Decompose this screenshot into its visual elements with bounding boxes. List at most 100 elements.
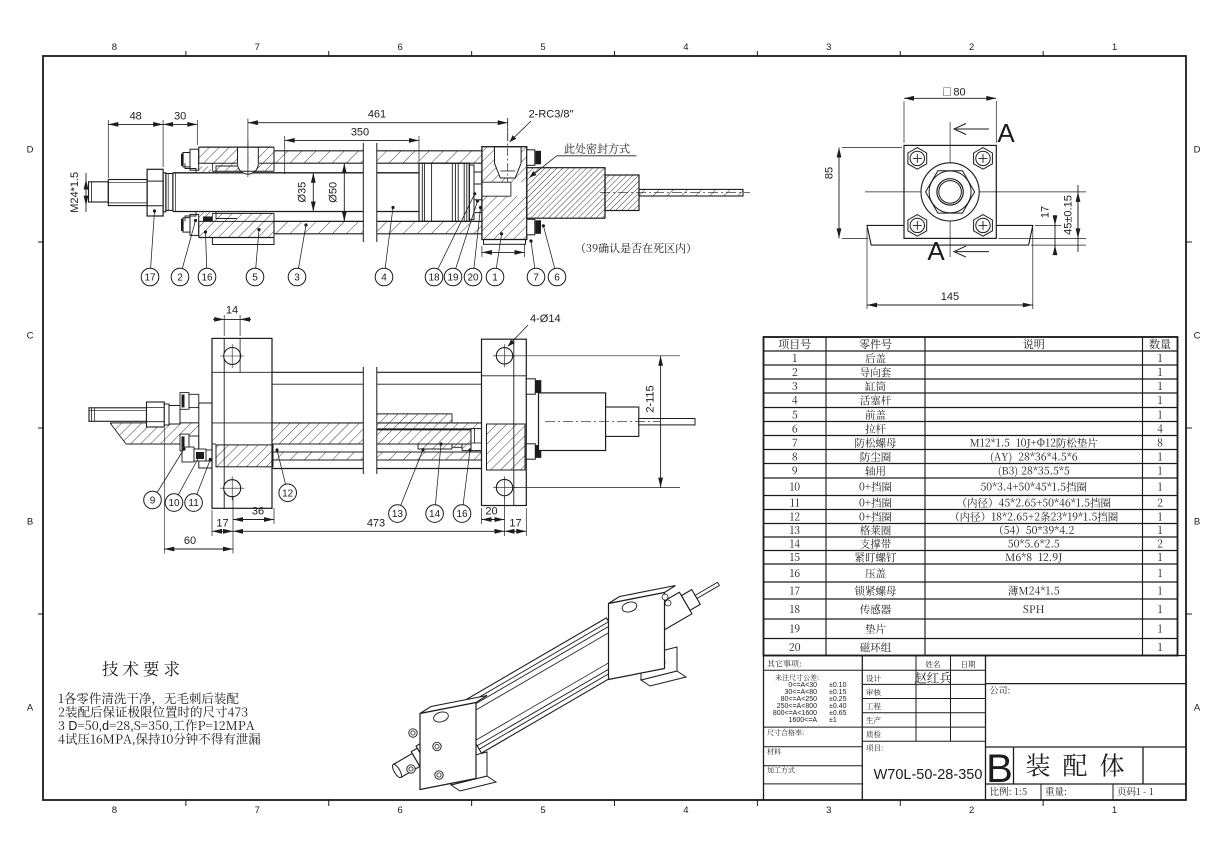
- svg-text:支撑带: 支撑带: [860, 537, 892, 552]
- svg-text:30: 30: [174, 111, 186, 123]
- svg-text:2: 2: [969, 805, 974, 816]
- svg-text:A: A: [997, 118, 1015, 148]
- svg-text:1: 1: [1158, 351, 1163, 366]
- svg-text:16: 16: [201, 273, 213, 284]
- svg-text:4-Ø14: 4-Ø14: [530, 313, 561, 325]
- svg-text:设计: 设计: [866, 673, 881, 684]
- svg-text:压盖: 压盖: [865, 566, 886, 581]
- svg-text:C: C: [27, 331, 34, 342]
- svg-text:2: 2: [177, 273, 183, 284]
- svg-text:1: 1: [1158, 449, 1163, 464]
- svg-text:1: 1: [1158, 407, 1163, 422]
- svg-text:Ø50: Ø50: [328, 182, 340, 203]
- svg-text:20: 20: [467, 273, 479, 284]
- svg-text:5: 5: [252, 273, 258, 284]
- svg-text:6: 6: [398, 805, 403, 816]
- svg-text:3 D=50,d=28,S=350,工作P=12MPA: 3 D=50,d=28,S=350,工作P=12MPA: [58, 716, 255, 734]
- svg-text:M24*1.5: M24*1.5: [69, 172, 81, 213]
- svg-text:传感器: 传感器: [860, 602, 892, 617]
- svg-text:1: 1: [792, 351, 797, 366]
- svg-text:45±0.15: 45±0.15: [1063, 195, 1075, 235]
- svg-text:比例: 1:5: 比例: 1:5: [990, 784, 1028, 798]
- svg-text:拉杆: 拉杆: [865, 421, 886, 436]
- svg-text:1: 1: [1158, 393, 1163, 408]
- svg-text:后盖: 后盖: [865, 351, 886, 366]
- svg-text:2: 2: [969, 42, 974, 53]
- svg-text:Ø35: Ø35: [297, 182, 309, 203]
- svg-text:1: 1: [1158, 523, 1163, 538]
- svg-text:材料: 材料: [767, 747, 781, 757]
- svg-text:16: 16: [789, 566, 800, 581]
- svg-text:C: C: [1194, 331, 1201, 342]
- svg-text:12: 12: [282, 488, 294, 499]
- svg-text:2: 2: [1157, 495, 1163, 510]
- svg-text:9: 9: [792, 464, 798, 479]
- svg-text:3: 3: [826, 42, 831, 53]
- svg-text:6: 6: [792, 421, 798, 436]
- svg-text:4试压16MPA,保持10分钟不得有泄漏: 4试压16MPA,保持10分钟不得有泄漏: [58, 730, 261, 748]
- svg-text:导向套: 导向套: [860, 365, 892, 380]
- svg-text:姓名: 姓名: [926, 659, 941, 670]
- svg-text:（39确认是否在死区内）: （39确认是否在死区内）: [575, 240, 697, 256]
- svg-text:10: 10: [168, 498, 180, 509]
- svg-text:（54）50*39*4.2: （54）50*39*4.2: [993, 523, 1074, 538]
- svg-text:D: D: [1194, 145, 1201, 156]
- svg-text:±0.40: ±0.40: [829, 703, 847, 710]
- svg-text:审核: 审核: [866, 687, 881, 698]
- svg-text:1: 1: [1158, 583, 1163, 598]
- svg-text:说明: 说明: [1023, 336, 1045, 352]
- svg-text:防松螺母: 防松螺母: [855, 435, 897, 450]
- svg-text:85: 85: [824, 167, 836, 179]
- svg-text:W70L-50-28-350: W70L-50-28-350: [874, 767, 983, 783]
- svg-text:8: 8: [1157, 435, 1163, 450]
- svg-text:8: 8: [112, 805, 117, 816]
- svg-text:2装配后保证极限位置时的尺寸473: 2装配后保证极限位置时的尺寸473: [58, 703, 248, 721]
- svg-text:尺寸合格率:: 尺寸合格率:: [767, 728, 804, 738]
- svg-text:2-115: 2-115: [645, 385, 657, 412]
- svg-text:B: B: [986, 747, 1013, 791]
- svg-text:公司:: 公司:: [990, 684, 1011, 697]
- svg-text:2-RC3/8": 2-RC3/8": [529, 109, 574, 121]
- svg-text:9: 9: [150, 496, 156, 507]
- svg-text:(B3) 28*35.5*5: (B3) 28*35.5*5: [998, 464, 1070, 479]
- svg-text:B: B: [27, 517, 33, 528]
- svg-text:1: 1: [1112, 805, 1117, 816]
- svg-text:17: 17: [789, 583, 800, 598]
- svg-text:0+挡圈: 0+挡圈: [859, 495, 892, 510]
- svg-text:50*5.6*2.5: 50*5.6*2.5: [1008, 537, 1060, 552]
- svg-text:重量:: 重量:: [1045, 784, 1067, 798]
- svg-text:473: 473: [367, 518, 385, 530]
- svg-text:±0.25: ±0.25: [829, 696, 847, 703]
- svg-text:其它事项:: 其它事项:: [767, 659, 802, 670]
- svg-text:M12*1.5 10J+Φ12防松垫片: M12*1.5 10J+Φ12防松垫片: [970, 435, 1099, 450]
- svg-text:装配体: 装配体: [1025, 747, 1136, 783]
- svg-text:±0.10: ±0.10: [829, 682, 847, 689]
- svg-text:页码1 - 1: 页码1 - 1: [1117, 784, 1154, 798]
- svg-text:生产: 生产: [866, 715, 881, 726]
- svg-text:14: 14: [789, 537, 800, 552]
- svg-text:3: 3: [294, 273, 300, 284]
- svg-text:加工方式: 加工方式: [767, 766, 795, 776]
- svg-text:80<=A<250: 80<=A<250: [781, 696, 818, 703]
- svg-text:数量: 数量: [1149, 336, 1171, 352]
- svg-text:工程: 工程: [866, 701, 881, 712]
- svg-text:4: 4: [683, 805, 688, 816]
- svg-text:11: 11: [790, 495, 800, 510]
- svg-text:轴用: 轴用: [865, 464, 886, 479]
- svg-text:5: 5: [540, 805, 545, 816]
- svg-text:紧盯螺钉: 紧盯螺钉: [855, 550, 897, 565]
- svg-text:1: 1: [1158, 379, 1163, 394]
- svg-text:10: 10: [789, 480, 800, 495]
- svg-text:A: A: [27, 703, 34, 714]
- svg-text:4: 4: [1157, 421, 1163, 436]
- svg-text:垫片: 垫片: [865, 622, 886, 637]
- svg-text:7: 7: [533, 273, 539, 284]
- svg-text:零件号: 零件号: [859, 336, 892, 352]
- svg-text:5: 5: [540, 42, 545, 53]
- svg-text:（内径）18*2.65+2条23*19*1.5挡圈: （内径）18*2.65+2条23*19*1.5挡圈: [949, 509, 1118, 524]
- svg-text:薄M24*1.5: 薄M24*1.5: [1008, 583, 1060, 598]
- svg-text:质检: 质检: [866, 729, 881, 740]
- svg-text:B: B: [1194, 517, 1200, 528]
- svg-text:2: 2: [1157, 537, 1163, 552]
- svg-text:13: 13: [789, 523, 800, 538]
